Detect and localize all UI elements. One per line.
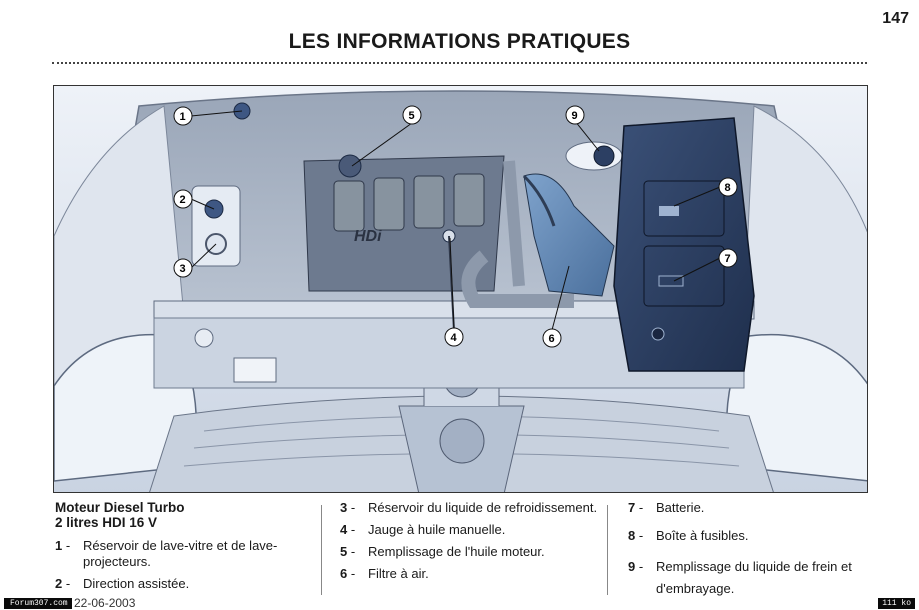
svg-text:4: 4 <box>451 332 458 344</box>
file-size-badge: 111 ko <box>878 598 915 609</box>
callout-8 <box>718 177 738 197</box>
legend-item-text: Remplissage de l'huile moteur. <box>368 544 545 559</box>
legend-item-3: 3 - Réservoir du liquide de refroidissem… <box>340 500 598 515</box>
legend-column-3: 7 - Batterie. 8 - Boîte à fusibles. 9 - … <box>628 500 888 606</box>
legend-item-number: 3 <box>340 500 348 515</box>
legend-item-text: Filtre à air. <box>368 566 429 581</box>
legend-item-text: Remplissage du liquide de frein et d'emb… <box>656 559 852 596</box>
svg-text:5: 5 <box>409 110 415 122</box>
engine-cover-hdi-label: HDi <box>354 228 382 245</box>
column-divider <box>607 505 608 595</box>
callout-2 <box>173 189 193 209</box>
legend-item-1: 1 - Réservoir de lave-vitre et de lave-p… <box>55 538 310 570</box>
callout-1 <box>173 106 193 126</box>
legend-item-number: 7 <box>628 500 636 515</box>
svg-text:9: 9 <box>572 110 578 122</box>
legend-item-5: 5 - Remplissage de l'huile moteur. <box>340 544 545 559</box>
page-number: 147 <box>882 10 909 27</box>
legend-item-number: 6 <box>340 566 348 581</box>
page-title: LES INFORMATIONS PRATIQUES <box>288 30 631 53</box>
oil-filler-cap <box>338 154 362 178</box>
legend-item-number: 1 <box>55 538 63 553</box>
legend-item-text: Boîte à fusibles. <box>656 528 749 543</box>
engine-type-title: Moteur Diesel Turbo <box>55 500 185 515</box>
callout-3 <box>173 258 193 278</box>
legend-item-number: 8 <box>628 528 636 543</box>
svg-text:8: 8 <box>725 182 731 194</box>
footer-date: 22-06-2003 <box>74 596 136 610</box>
callout-9 <box>565 105 585 125</box>
footer-bar: Forum307.com 22-06-2003 111 ko <box>0 596 919 610</box>
legend-item-9: 9 - Remplissage du liquide de frein et d… <box>628 556 888 600</box>
callout-5 <box>402 105 422 125</box>
callout-markers: 1 2 3 4 5 6 7 8 9 <box>173 105 738 348</box>
legend-item-text: Réservoir de lave-vitre et de lave-proje… <box>83 538 278 569</box>
engine-type-subtitle: 2 litres HDI 16 V <box>55 515 158 530</box>
legend-item-2: 2 - Direction assistée. <box>55 576 190 591</box>
legend-item-text: Direction assistée. <box>83 576 190 591</box>
legend-item-text: Réservoir du liquide de refroidissement. <box>368 500 598 515</box>
svg-text:3: 3 <box>180 263 186 275</box>
engine-bay-illustration: HDi 1 2 3 <box>53 85 868 493</box>
legend-item-8: 8 - Boîte à fusibles. <box>628 528 749 543</box>
svg-text:7: 7 <box>725 253 731 265</box>
legend-column-2: 3 - Réservoir du liquide de refroidissem… <box>340 500 600 588</box>
site-badge[interactable]: Forum307.com <box>4 598 72 609</box>
svg-text:6: 6 <box>549 333 555 345</box>
legend-item-number: 9 <box>628 559 636 574</box>
legend-item-text: Jauge à huile manuelle. <box>368 522 506 537</box>
callout-4 <box>444 327 464 347</box>
column-divider <box>321 505 322 595</box>
fuse-box-cover <box>613 117 755 372</box>
legend-item-4: 4 - Jauge à huile manuelle. <box>340 522 506 537</box>
svg-text:2: 2 <box>180 194 186 206</box>
legend-item-text: Batterie. <box>656 500 705 515</box>
legend-item-number: 2 <box>55 576 63 591</box>
legend-item-7: 7 - Batterie. <box>628 500 705 515</box>
callout-7 <box>718 248 738 268</box>
callout-6 <box>542 328 562 348</box>
legend-item-number: 5 <box>340 544 348 559</box>
svg-text:1: 1 <box>180 111 186 123</box>
legend-item-6: 6 - Filtre à air. <box>340 566 429 581</box>
legend-item-number: 4 <box>340 522 348 537</box>
legend-column-1: Moteur Diesel Turbo 2 litres HDI 16 V 1 … <box>55 500 310 598</box>
title-dotted-rule <box>52 62 867 64</box>
